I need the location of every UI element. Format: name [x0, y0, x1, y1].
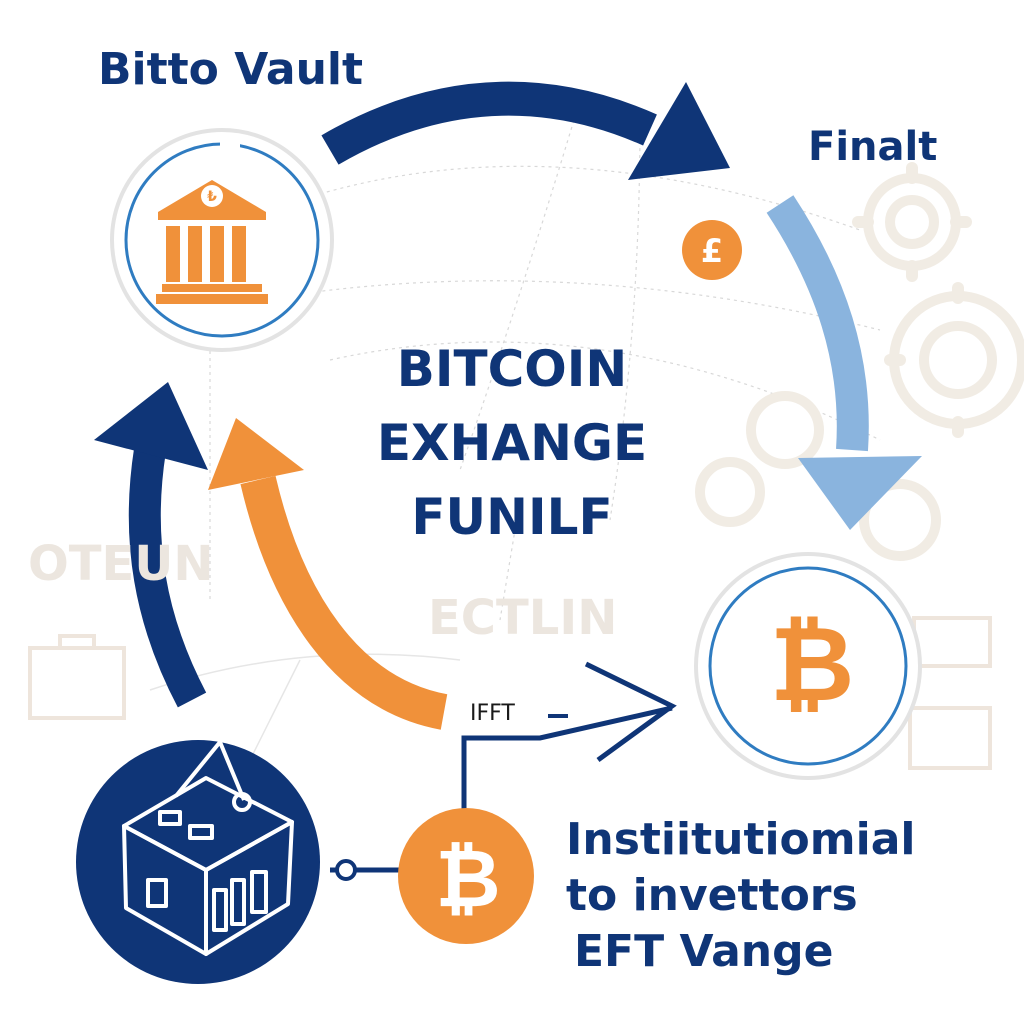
navy-up-arrow-body [128, 447, 207, 708]
institutional-line-1: Instiitutiomial [566, 814, 916, 865]
gear-teeth [852, 162, 972, 438]
bank-building-icon: ₺ [156, 180, 268, 304]
blue-down-arrow-head [798, 456, 922, 530]
ghost-box-icon [28, 616, 992, 770]
pound-coin-icon: £ [682, 220, 742, 280]
institutional-label: Instiitutiomial to invettors EFT Vange [566, 812, 916, 980]
warehouse-node [76, 740, 320, 984]
orange-arrow-body [240, 475, 448, 730]
navy-up-arrow-head [94, 382, 208, 470]
bitcoin-coin-node: ₿ [398, 808, 534, 944]
title-line-3: FUNILF [411, 488, 613, 546]
bitcoin-node: ₿ [694, 552, 922, 780]
institutional-line-2: to invettors [566, 870, 858, 921]
bitcoin-icon: ₿ [770, 603, 855, 725]
vault-label: Bitto Vault [98, 44, 364, 95]
bitcoin-coin-icon: ₿ [435, 832, 500, 925]
ghost-text-left: OTEUN [28, 536, 214, 592]
connector-arrow-head [584, 661, 677, 763]
orange-arrow-head [208, 418, 304, 490]
blue-down-arrow-body [766, 195, 869, 452]
title-line-1: BITCOIN [396, 340, 628, 398]
connector-line [461, 705, 673, 812]
warehouse-box-icon [122, 740, 294, 956]
navy-top-arrow-head [628, 82, 730, 180]
network-lines [209, 99, 881, 621]
diagram-title: BITCOIN EXHANGE FUNILF [0, 332, 1024, 554]
arrow-label: IFFT [466, 701, 519, 726]
final-label: Finalt [808, 124, 938, 170]
connector-node [335, 859, 357, 881]
ghost-text-middle: ECTLIN [428, 590, 618, 646]
navy-top-arrow-body [321, 81, 657, 165]
title-line-2: EXHANGE [376, 414, 648, 472]
institutional-line-3: EFT Vange [574, 926, 834, 977]
svg-text:₺: ₺ [207, 189, 217, 205]
svg-text:£: £ [701, 232, 723, 270]
vault-node: ₺ [110, 128, 334, 352]
